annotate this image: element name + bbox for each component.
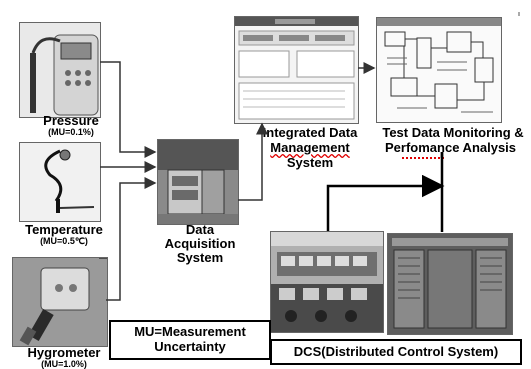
idms-label-line1: Integrated Data: [262, 125, 358, 140]
pressure-mu-label: (MU=0.1%): [48, 127, 94, 137]
das-label-line2: Acquisition: [164, 236, 236, 251]
idms-label-line3: System: [286, 155, 334, 170]
arrow-hygrometer-to-das: [106, 177, 157, 301]
das-label-line3: System: [176, 250, 224, 265]
monitoring-label-line1: Test Data Monitoring &: [382, 125, 524, 140]
monitoring-schematic: [376, 17, 502, 123]
dcs-label-box: DCS(Distributed Control System): [270, 339, 522, 365]
mu-legend-line2: Uncertainty: [154, 339, 226, 354]
hygrometer-label: Hygrometer: [27, 345, 101, 360]
idms-screenshot: [234, 16, 359, 124]
arrow-das-to-idms: [238, 122, 268, 201]
temperature-label: Temperature: [25, 222, 103, 237]
data-acquisition-image: [157, 139, 239, 225]
mu-legend-box: MU=Measurement Uncertainty: [109, 320, 271, 360]
hygrometer-mu-label: (MU=1.0%): [41, 359, 87, 369]
das-label-line1: Data: [185, 222, 215, 237]
dcs-control-room-image: [270, 231, 384, 333]
spellcheck-underline: [402, 155, 444, 159]
pressure-label: Pressure: [43, 113, 99, 128]
idms-label-line2: Management: [270, 140, 350, 155]
temperature-sensor-image: [19, 142, 101, 222]
monitoring-label-line2: Perfomance Analysis: [385, 140, 517, 155]
dcs-label: DCS(Distributed Control System): [293, 344, 499, 359]
hygrometer-image: [12, 257, 108, 347]
dcs-panel-image: [387, 233, 513, 335]
arrow-pressure-to-das: [100, 61, 157, 158]
temperature-mu-label: (MU=0.5℃): [40, 236, 88, 246]
pressure-sensor-image: [19, 22, 101, 118]
mu-legend-line1: MU=Measurement: [134, 324, 246, 339]
arrow-dcs-to-monitoring: [326, 174, 445, 231]
